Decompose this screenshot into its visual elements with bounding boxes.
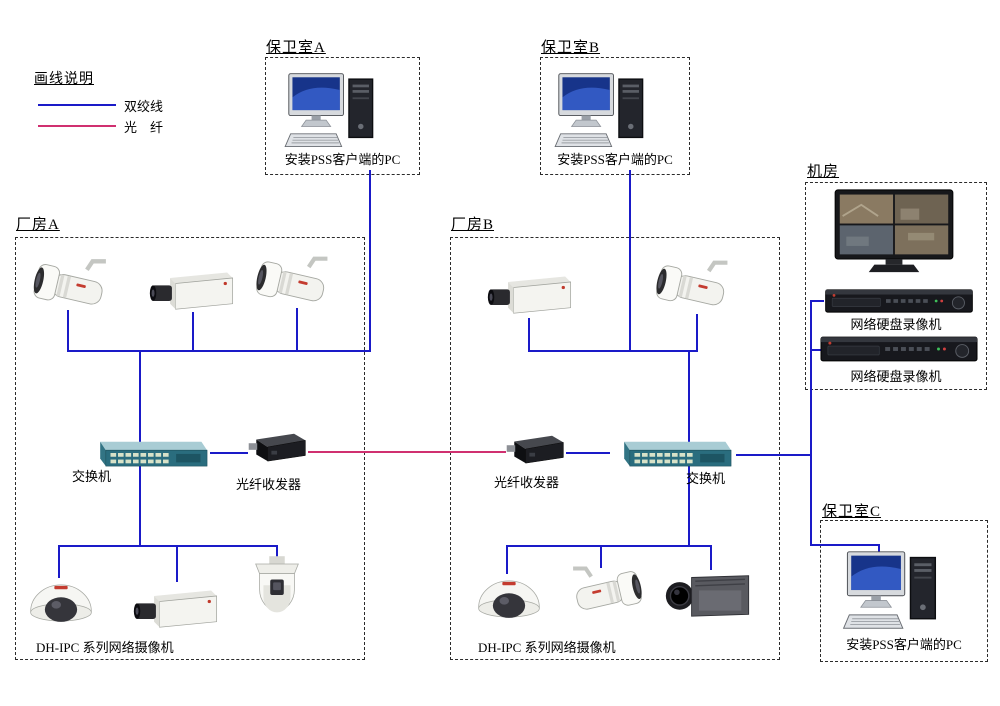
- legend-twisted-pair-label: 双绞线: [124, 99, 164, 114]
- line-switch-b-to-bottom-bus: [688, 466, 690, 545]
- guard-room-a-zone: [265, 57, 420, 175]
- pc-icon: [838, 548, 960, 634]
- box-camera-icon: [132, 580, 224, 634]
- line-bus-b-to-switch: [688, 350, 690, 442]
- dome-camera-icon: [472, 572, 546, 624]
- ethernet-switch-icon: [608, 438, 736, 468]
- line-cam-a1-drop: [67, 310, 69, 350]
- factory-a-transceiver-label: 光纤收发器: [236, 477, 302, 492]
- bullet-camera-icon: [650, 258, 745, 316]
- line-cam-b5-drop: [710, 545, 712, 570]
- line-machine-room-riser: [810, 300, 812, 546]
- bullet-camera-icon: [250, 254, 345, 312]
- legend-fiber-label: 光 纤: [124, 120, 164, 135]
- line-cam-b2-drop: [696, 314, 698, 350]
- factory-a-title: 厂房A: [16, 217, 60, 233]
- guard-room-b-zone: [540, 57, 690, 175]
- machine-room-title: 机房: [807, 164, 840, 180]
- professional-camera-icon: [664, 566, 756, 624]
- factory-b-transceiver-label: 光纤收发器: [494, 475, 560, 490]
- legend-title: 画线说明: [34, 72, 94, 87]
- factory-a-zone: [15, 237, 365, 660]
- nvr1-label: 网络硬盘录像机: [850, 317, 942, 332]
- bullet-camera-icon: [556, 564, 648, 620]
- factory-b-switch-label: 交换机: [686, 471, 726, 486]
- box-camera-icon: [486, 266, 578, 320]
- line-fiber-link: [308, 451, 506, 453]
- line-nvr2-stub: [810, 349, 824, 351]
- dome-camera-icon: [24, 576, 98, 628]
- nvr2-label: 网络硬盘录像机: [850, 369, 942, 384]
- nvr-icon: [820, 288, 978, 314]
- line-cam-a2-drop: [192, 312, 194, 350]
- factory-a-cameras-label: DH-IPC 系列网络摄像机: [36, 640, 174, 655]
- line-factory-b-bottom-bus: [506, 545, 712, 547]
- guard-room-c-pc-label: 安装PSS客户端的PC: [846, 637, 962, 652]
- line-transceiver-b-to-switch-b: [566, 452, 610, 454]
- machine-room-zone: [805, 182, 987, 390]
- line-cam-a5-drop: [176, 545, 178, 582]
- fiber-transceiver-icon: [246, 430, 310, 464]
- pc-icon: [552, 70, 664, 152]
- pc-icon: [282, 70, 394, 152]
- line-pc-b-drop: [629, 170, 631, 350]
- line-factory-a-bottom-bus: [58, 545, 278, 547]
- bullet-camera-icon: [28, 256, 123, 316]
- ethernet-switch-icon: [84, 438, 212, 468]
- guard-room-b-title: 保卫室B: [541, 40, 601, 56]
- box-camera-icon: [148, 262, 240, 316]
- line-switch-b-to-machine-room: [736, 454, 812, 456]
- fiber-transceiver-icon: [504, 432, 568, 466]
- guard-room-c-title: 保卫室C: [822, 504, 882, 520]
- factory-a-switch-label: 交换机: [72, 469, 112, 484]
- guard-room-a-pc-label: 安装PSS客户端的PC: [284, 152, 401, 167]
- line-pc-a-drop: [369, 170, 371, 350]
- factory-b-title: 厂房B: [451, 217, 495, 233]
- nvr-icon: [820, 334, 978, 364]
- line-cam-a6-drop: [276, 545, 278, 560]
- line-cam-b1-drop: [528, 318, 530, 350]
- line-switch-a-to-bottom-bus: [139, 466, 141, 545]
- legend-twisted-pair-line: [38, 104, 116, 106]
- line-bus-a-to-switch: [139, 350, 141, 442]
- factory-b-cameras-label: DH-IPC 系列网络摄像机: [478, 640, 616, 655]
- line-cam-b3-drop: [506, 545, 508, 574]
- surveillance-monitor-icon: [832, 188, 956, 274]
- line-cam-a4-drop: [58, 545, 60, 578]
- line-cam-b4-drop: [600, 545, 602, 568]
- guard-room-c-zone: [820, 520, 988, 662]
- guard-room-b-pc-label: 安装PSS客户端的PC: [557, 152, 673, 167]
- line-factory-b-top-bus: [528, 350, 698, 352]
- factory-b-zone: [450, 237, 780, 660]
- line-cam-a3-drop: [296, 308, 298, 350]
- line-nvr1-stub: [810, 300, 824, 302]
- guard-room-a-title: 保卫室A: [266, 40, 326, 56]
- line-factory-a-top-bus: [67, 350, 371, 352]
- legend-fiber-line: [38, 125, 116, 127]
- line-switch-a-to-transceiver-a: [210, 452, 248, 454]
- line-to-guard-room-c: [810, 544, 878, 546]
- ptz-dome-camera-icon: [246, 556, 308, 632]
